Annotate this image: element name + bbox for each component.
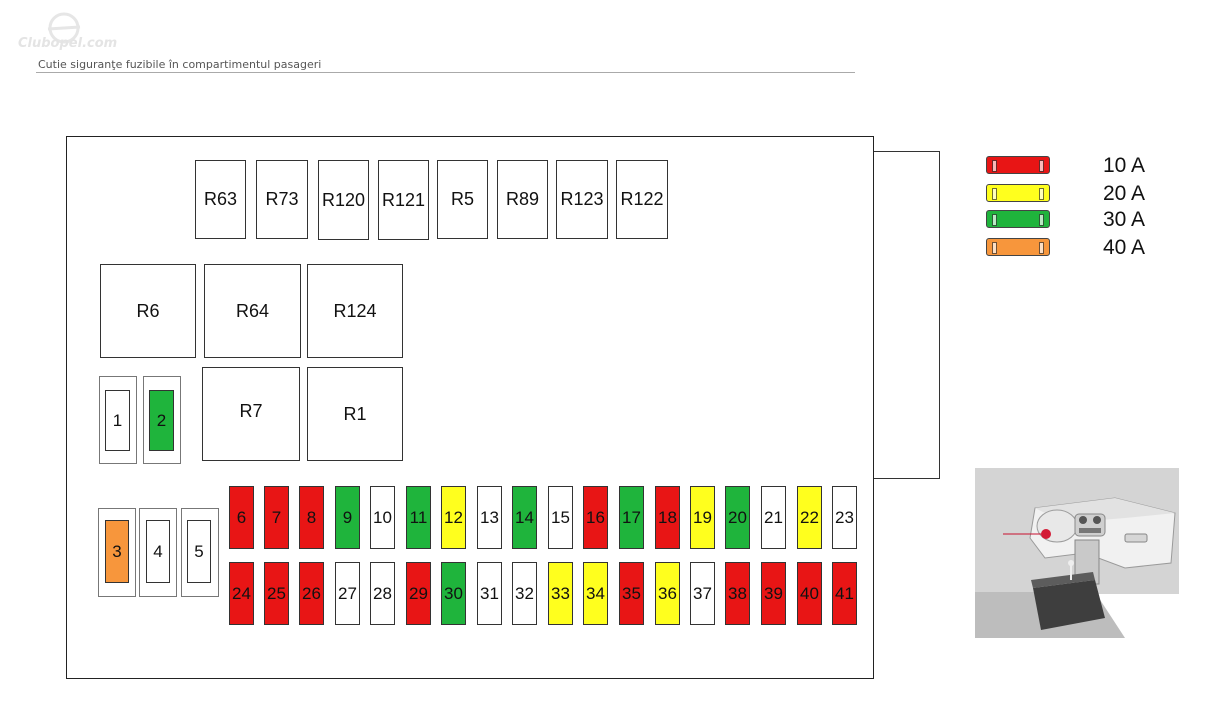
fuse-7: 7	[264, 486, 289, 549]
relay-r63: R63	[195, 160, 246, 239]
legend-fuse-10a	[986, 156, 1050, 174]
relay-r64: R64	[204, 264, 301, 358]
relay-r89: R89	[497, 160, 548, 239]
fuse-17: 17	[619, 486, 644, 549]
fuse-12: 12	[441, 486, 466, 549]
relay-r73: R73	[256, 160, 308, 239]
fuse-23: 23	[832, 486, 857, 549]
legend-label-40a: 40 A	[1103, 236, 1146, 259]
fuse-29: 29	[406, 562, 431, 625]
relay-r122: R122	[616, 160, 668, 239]
fuse-5: 5	[187, 520, 211, 583]
legend-label-10a: 10 A	[1103, 154, 1146, 177]
fuse-13: 13	[477, 486, 502, 549]
relay-r6: R6	[100, 264, 196, 358]
fuse-18: 18	[655, 486, 680, 549]
fuse-10: 10	[370, 486, 395, 549]
fuse-15: 15	[548, 486, 573, 549]
fuse-39: 39	[761, 562, 786, 625]
fuse-4: 4	[146, 520, 170, 583]
page-subtitle: Cutie siguranţe fuzibile în compartiment…	[38, 58, 322, 71]
fuse-16: 16	[583, 486, 608, 549]
fuse-32: 32	[512, 562, 537, 625]
relay-r120: R120	[318, 160, 369, 240]
fuse-6: 6	[229, 486, 254, 549]
fuse-35: 35	[619, 562, 644, 625]
fuse-38: 38	[725, 562, 750, 625]
legend-fuse-40a	[986, 238, 1050, 256]
fuse-27: 27	[335, 562, 360, 625]
fuse-8: 8	[299, 486, 324, 549]
logo-text: Clubopel.com	[18, 36, 118, 51]
legend-fuse-30a	[986, 210, 1050, 228]
fuse-21: 21	[761, 486, 786, 549]
relay-r123: R123	[556, 160, 608, 239]
fuse-28: 28	[370, 562, 395, 625]
relay-r5: R5	[437, 160, 488, 239]
fuse-box-location-illustration	[975, 468, 1179, 638]
fuse-22: 22	[797, 486, 822, 549]
relay-r121: R121	[378, 160, 429, 240]
fuse-9: 9	[335, 486, 360, 549]
relay-r1: R1	[307, 367, 403, 461]
relay-r124: R124	[307, 264, 403, 358]
fuse-34: 34	[583, 562, 608, 625]
fuse-2: 2	[149, 390, 174, 451]
fuse-3: 3	[105, 520, 129, 583]
legend-label-30a: 30 A	[1103, 208, 1146, 231]
fuse-19: 19	[690, 486, 715, 549]
fuse-1: 1	[105, 390, 130, 451]
fuse-14: 14	[512, 486, 537, 549]
fuse-20: 20	[725, 486, 750, 549]
relay-r7: R7	[202, 367, 300, 461]
fuse-33: 33	[548, 562, 573, 625]
legend-label-20a: 20 A	[1103, 182, 1146, 205]
header-divider	[36, 72, 855, 73]
fuse-25: 25	[264, 562, 289, 625]
fuse-30: 30	[441, 562, 466, 625]
fuse-37: 37	[690, 562, 715, 625]
fuse-24: 24	[229, 562, 254, 625]
fuse-31: 31	[477, 562, 502, 625]
clubopel-logo	[47, 12, 81, 44]
fuse-box-side-tab	[872, 151, 940, 479]
fuse-40: 40	[797, 562, 822, 625]
fuse-11: 11	[406, 486, 431, 549]
fuse-41: 41	[832, 562, 857, 625]
fuse-26: 26	[299, 562, 324, 625]
legend-fuse-20a	[986, 184, 1050, 202]
fuse-36: 36	[655, 562, 680, 625]
